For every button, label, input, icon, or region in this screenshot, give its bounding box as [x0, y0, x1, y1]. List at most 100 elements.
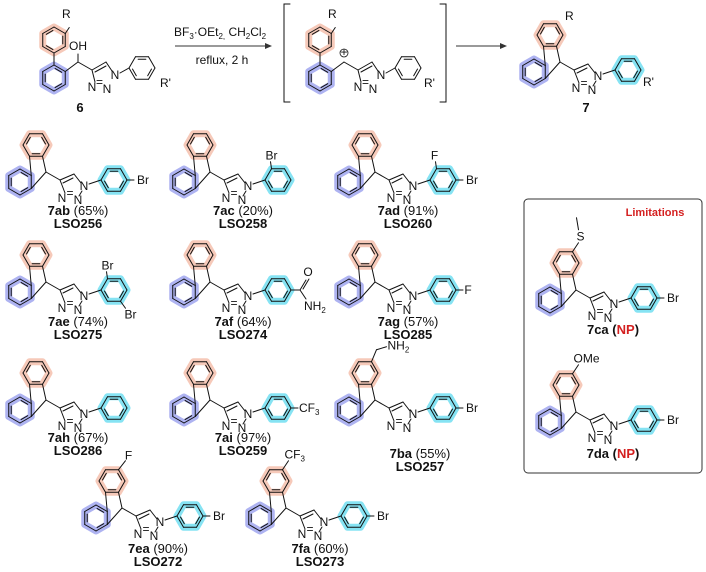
product-7ba-benzo-left-highlight	[334, 393, 364, 427]
generic-product-aryl-bond	[634, 58, 642, 71]
product-7ah-biaryl-bond	[29, 383, 32, 404]
product-7ac-benzo-left-highlight	[169, 165, 199, 199]
starting-material-label: 6	[76, 100, 83, 115]
int-aryl-bond	[414, 56, 422, 69]
sm-ring-top-highlight	[39, 23, 69, 57]
bond	[302, 278, 310, 290]
product-7ac-triazole-double	[226, 177, 238, 184]
product-7ac-benzo-top-double-bond	[205, 136, 211, 145]
limitation-7ca-benzo-left-highlight	[535, 283, 565, 317]
product-7ag-benzo-top-bond	[371, 254, 379, 267]
product-7fa-aryl-double-bond	[359, 516, 365, 525]
product-7ba-benzo-top-highlight	[348, 358, 382, 388]
bond	[91, 61, 107, 71]
product-7ag-benzo-top-double-bond	[370, 246, 376, 255]
sm-r-bond	[64, 27, 70, 34]
conditions-label: reflux, 2 h	[196, 53, 249, 67]
product-7ad-triazole-link	[374, 171, 390, 181]
product-7ad-benzo-left-bond	[348, 188, 361, 196]
generic-product-biaryl-bond	[543, 45, 546, 66]
product-7af-n3-label: N	[222, 301, 231, 315]
product-7ea-f-label: F	[125, 449, 132, 463]
product-7ai-biaryl-bond	[193, 383, 196, 404]
sm-aryl-link	[119, 67, 130, 74]
generic-product-c9-bond	[556, 45, 561, 63]
product-7ab-n1-label: N	[80, 179, 89, 193]
product-7ag-aryl-double-bond	[448, 290, 454, 299]
bond	[299, 279, 307, 291]
product-7ag-benzo-left-bond	[348, 278, 361, 286]
product-7ba-aryl-bond	[449, 396, 457, 409]
product-7ab-n3-label: N	[58, 191, 67, 205]
product-7ab-br-label: Br	[137, 173, 149, 187]
bond	[357, 61, 373, 71]
limitation-7ca-benzo-left-double-bond	[550, 289, 559, 295]
generic-product-triazole-double	[576, 67, 588, 74]
product-7ea-aryl-bond	[176, 504, 184, 517]
sm-ring-bottom-double-bond	[54, 83, 63, 89]
product-7ba-triazole-double	[391, 405, 403, 412]
bond	[242, 190, 247, 197]
product-7ea-aryl-double-bond	[179, 516, 185, 525]
product-7ai-n2-label: N	[238, 421, 247, 435]
product-7ad-code-label: LSO260	[384, 216, 432, 231]
generic-product-benzo-left-bond	[533, 58, 546, 66]
int-ring-top-bond	[308, 26, 321, 34]
product-7ea-compound-label: 7ea (90%)	[128, 541, 188, 556]
product-7ad-aryl-bond	[449, 179, 457, 192]
product-7ae-benzo-left-bond	[8, 298, 21, 306]
int-aryl-link	[385, 67, 396, 74]
product-7ac-compound-label: 7ac (20%)	[213, 203, 273, 218]
generic-product-benzo-left-bond	[522, 78, 535, 86]
sm-ring-bottom-bond	[42, 64, 55, 72]
product-7ba-biaryl-bond	[358, 383, 361, 404]
product-7ag-compound-label: 7ag (57%)	[378, 314, 439, 329]
generic-product-aryl-link	[602, 69, 616, 75]
product-7ad-benzo-left-double-bond	[349, 171, 358, 177]
product-7af-aryl-bond	[264, 278, 272, 291]
product-7ac-benzo-left-bond	[183, 168, 196, 176]
product-7ac-code-label: LSO258	[219, 216, 267, 231]
product-7ba-br-label: Br	[466, 401, 478, 415]
limitation-7ca-triazole-link	[575, 289, 591, 299]
limitation-7da-benzo-left-bond	[538, 428, 551, 436]
limitation-7da-benzo-left-double-bond	[550, 427, 559, 433]
generic-product-benzo-left-bond	[522, 58, 535, 66]
limitation-7da-nn-double: =	[596, 426, 603, 440]
product-7af-aryl-link	[252, 289, 266, 295]
product-7fa-code-label: LSO273	[296, 554, 344, 569]
product-7ad-benzo-left-bond	[337, 168, 350, 176]
generic-product-benzo-top-double-bond	[539, 26, 545, 35]
product-7ag-benzo-left-double-bond	[349, 281, 358, 287]
product-7ab-benzo-top-double-bond	[41, 136, 47, 145]
product-7ai-n1-label: N	[244, 407, 253, 421]
product-7ac-benzo-top-bond	[186, 144, 194, 157]
int-ring-top-highlight	[305, 23, 335, 57]
bond	[313, 509, 322, 520]
limitation-7ca-benzo-left-bond	[538, 306, 551, 314]
limitation-7da-benzo-top-double-bond	[571, 376, 577, 385]
product-7ad-c9-bond	[359, 171, 376, 189]
bond	[299, 289, 307, 300]
sm-aryl-double-bond	[131, 68, 137, 77]
product-7ad-benzo-left-highlight	[334, 165, 364, 199]
bond	[603, 291, 612, 302]
product-7ah-benzo-top-bond	[42, 361, 50, 374]
bond	[402, 283, 411, 294]
product-7ad-triazole-double	[391, 177, 403, 184]
limitation-7da-benzo-top-bond	[572, 384, 580, 397]
product-7af-aryl-bond	[284, 289, 292, 302]
bond	[435, 161, 437, 170]
product-7fa-n3-label: N	[298, 527, 307, 541]
limitation-7da-benzo-top-bond	[552, 373, 560, 386]
product-7ac-n3-label: N	[222, 191, 231, 205]
product-7ad-benzo-top-bond	[371, 133, 379, 146]
limitation-7ca-n1-label: N	[610, 297, 619, 311]
int-nn-double: =	[362, 75, 369, 89]
product-7ae-compound-label: 7ae (74%)	[48, 314, 108, 329]
product-7ac-nn-double: =	[230, 186, 237, 200]
product-7ac-aryl-double-bond	[267, 180, 273, 189]
product-7ab-benzo-left-double-bond	[20, 187, 29, 193]
sm-oh-label: OH	[69, 39, 87, 53]
product-7ad-aryl-bond	[429, 179, 437, 192]
